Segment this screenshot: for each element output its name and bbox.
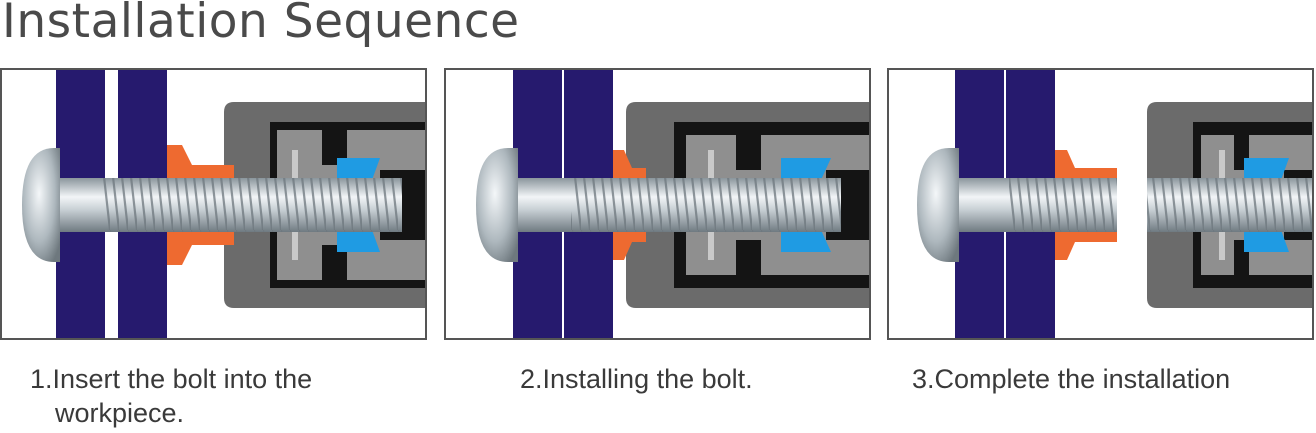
step-3-panel bbox=[887, 68, 1314, 340]
step-1-illustration bbox=[2, 70, 425, 338]
bolt-head bbox=[917, 148, 959, 262]
step-1-panel bbox=[0, 68, 427, 340]
step-2-caption-line-1: 2.Installing the bolt. bbox=[520, 364, 753, 394]
step-3-caption: 3.Complete the installation bbox=[912, 362, 1230, 396]
step-2-panel bbox=[444, 68, 871, 340]
step-1-caption-line-1: 1.Insert the bolt into the bbox=[30, 364, 312, 394]
step-2-caption: 2.Installing the bolt. bbox=[520, 362, 753, 396]
step-1-caption-line-2: workpiece. bbox=[30, 396, 312, 430]
page-title: Installation Sequence bbox=[2, 0, 520, 49]
step-1-caption: 1.Insert the bolt into the workpiece. bbox=[30, 362, 312, 430]
step-2-illustration bbox=[446, 70, 869, 338]
step-3-illustration bbox=[889, 70, 1312, 338]
bolt-head bbox=[22, 148, 60, 262]
bolt-head bbox=[476, 148, 518, 262]
step-3-caption-line-1: 3.Complete the installation bbox=[912, 364, 1230, 394]
